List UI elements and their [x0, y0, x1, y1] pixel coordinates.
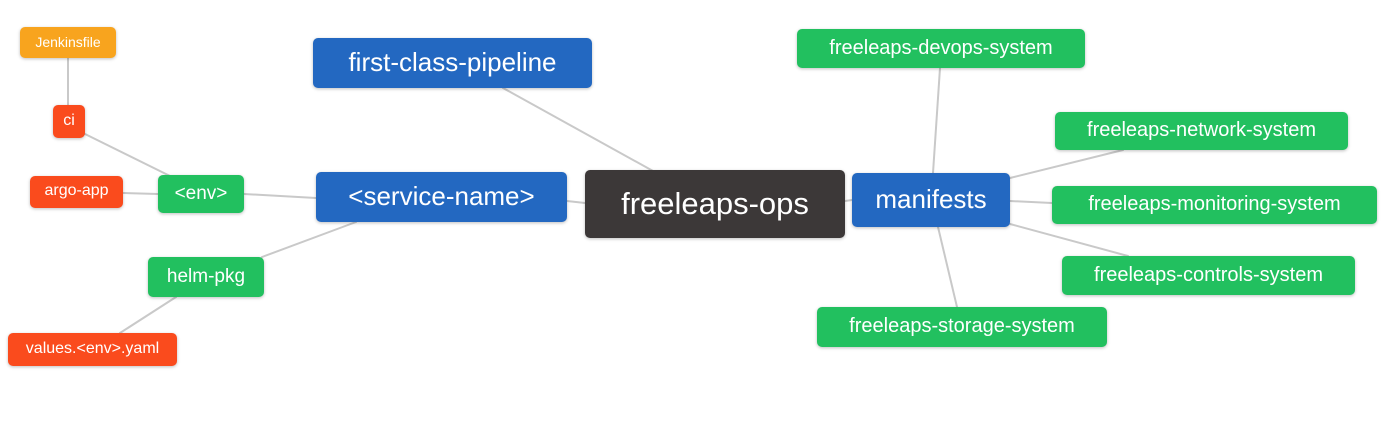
- node-first-class-pipeline[interactable]: first-class-pipeline: [313, 38, 592, 88]
- node-label: first-class-pipeline: [348, 47, 557, 77]
- node-label: argo-app: [44, 182, 109, 199]
- node-values-env-yaml[interactable]: values.<env>.yaml: [8, 333, 177, 366]
- node-label: freeleaps-storage-system: [849, 315, 1075, 337]
- node-label: freeleaps-devops-system: [829, 36, 1053, 59]
- node-jenkinsfile[interactable]: Jenkinsfile: [20, 27, 116, 58]
- node-label: helm-pkg: [166, 265, 246, 287]
- node-label: freeleaps-ops: [621, 185, 809, 221]
- edge-manifests--freeleaps-network-system: [1009, 149, 1124, 179]
- edge-first-class-pipeline--freeleaps-ops: [502, 87, 654, 172]
- node-label: manifests: [875, 184, 987, 214]
- node-argo-app[interactable]: argo-app: [30, 176, 123, 208]
- node-label: <env>: [174, 182, 228, 204]
- node-label: freeleaps-network-system: [1087, 119, 1316, 141]
- edge-helm-pkg--service-name: [261, 221, 357, 258]
- node-freeleaps-network-system[interactable]: freeleaps-network-system: [1055, 112, 1348, 150]
- node-freeleaps-devops-system[interactable]: freeleaps-devops-system: [797, 29, 1085, 68]
- node-service-name[interactable]: <service-name>: [316, 172, 567, 222]
- node-label: freeleaps-monitoring-system: [1088, 193, 1341, 215]
- node-freeleaps-controls-system[interactable]: freeleaps-controls-system: [1062, 256, 1355, 295]
- node-label: freeleaps-controls-system: [1094, 263, 1323, 286]
- node-label: ci: [63, 111, 75, 129]
- node-helm-pkg[interactable]: helm-pkg: [148, 257, 264, 297]
- edge-argo-app--env: [122, 192, 159, 195]
- node-manifests[interactable]: manifests: [852, 173, 1010, 227]
- node-freeleaps-monitoring-system[interactable]: freeleaps-monitoring-system: [1052, 186, 1377, 224]
- node-freeleaps-storage-system[interactable]: freeleaps-storage-system: [817, 307, 1107, 347]
- edge-values-env-yaml--helm-pkg: [119, 296, 177, 334]
- node-ci[interactable]: ci: [53, 105, 85, 138]
- node-label: Jenkinsfile: [35, 33, 101, 50]
- node-env[interactable]: <env>: [158, 175, 244, 213]
- edge-manifests--freeleaps-monitoring-system: [1009, 200, 1053, 204]
- edge-manifests--freeleaps-devops-system: [932, 67, 941, 174]
- node-freeleaps-ops[interactable]: freeleaps-ops: [585, 170, 845, 238]
- edge-freeleaps-ops--manifests: [844, 199, 853, 202]
- node-label: values.<env>.yaml: [25, 339, 160, 357]
- edge-ci--env: [84, 133, 171, 177]
- node-label: <service-name>: [348, 181, 535, 211]
- edge-service-name--freeleaps-ops: [566, 200, 586, 204]
- edge-manifests--freeleaps-storage-system: [937, 226, 958, 308]
- edge-env--service-name: [243, 193, 317, 199]
- edge-manifests--freeleaps-controls-system: [1009, 223, 1129, 257]
